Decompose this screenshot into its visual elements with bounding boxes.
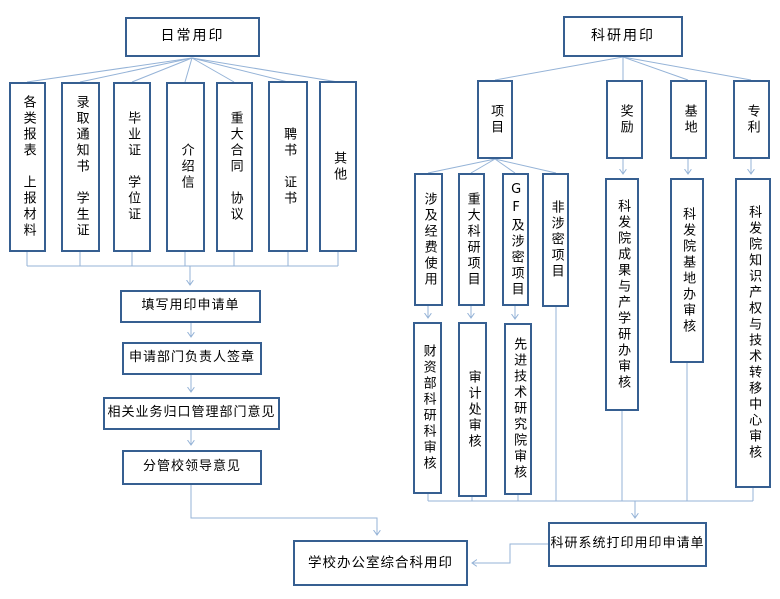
node-review-finance: 财资部科研科审核 [413, 322, 442, 494]
node-category-other: 其他 [319, 81, 357, 252]
node-branch-award: 奖励 [606, 80, 643, 159]
node-type-major-project: 重大科研项目 [458, 173, 485, 306]
node-final-seal: 学校办公室综合科用印 [293, 540, 468, 586]
node-type-unclassified: 非涉密项目 [542, 173, 569, 307]
node-category-appointment-letter: 聘书 证书 [268, 81, 308, 252]
node-category-diploma: 毕业证 学位证 [113, 82, 151, 252]
node-type-classified: GF及涉密项目 [502, 173, 529, 306]
node-review-ip-transfer-center: 科发院知识产权与技术转移中心审核 [735, 178, 771, 488]
node-branch-patent: 专利 [733, 80, 770, 159]
node-step-fill-form: 填写用印申请单 [120, 290, 261, 323]
node-step-functional-dept-opinion: 相关业务归口管理部门意见 [103, 397, 280, 430]
node-branch-base: 基地 [670, 80, 707, 159]
node-research-title: 科研用印 [563, 16, 683, 57]
node-review-base-office: 科发院基地办审核 [670, 178, 704, 363]
node-step-school-leader-opinion: 分管校领导意见 [122, 450, 262, 485]
node-category-admission-letter: 录取通知书 学生证 [61, 82, 100, 252]
node-type-funding: 涉及经费使用 [414, 173, 443, 306]
node-branch-project: 项目 [477, 80, 513, 159]
node-category-introduction-letter: 介绍信 [166, 82, 205, 252]
node-print-application: 科研系统打印用印申请单 [548, 522, 707, 567]
node-category-major-contract: 重大合同 协议 [216, 82, 253, 252]
node-review-audit: 审计处审核 [458, 322, 487, 497]
node-review-advanced-tech-institute: 先进技术研究院审核 [504, 323, 532, 495]
node-review-achievement-office: 科发院成果与产学研办审核 [605, 178, 639, 411]
node-category-reports: 各类报表 上报材料 [9, 82, 46, 252]
node-daily-title: 日常用印 [125, 17, 260, 57]
node-step-dept-head-sign: 申请部门负责人签章 [122, 342, 262, 375]
